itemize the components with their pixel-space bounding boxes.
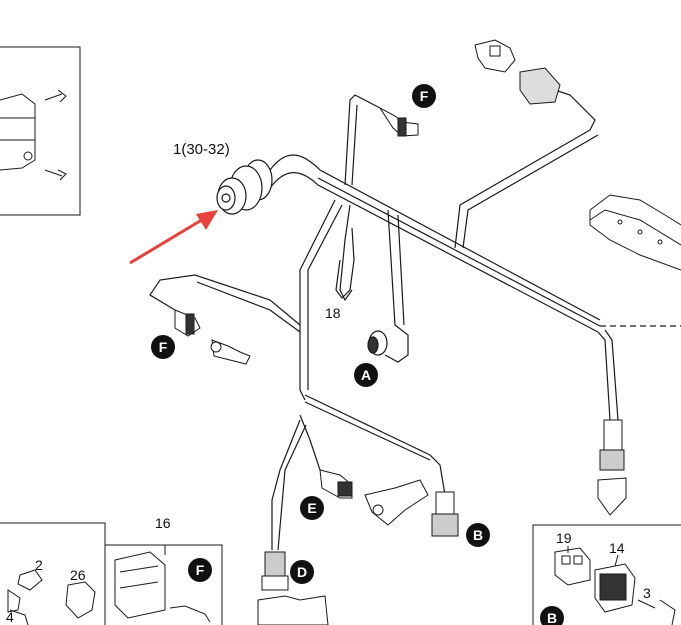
connector-a	[367, 324, 409, 363]
inset-bottom-right	[532, 524, 681, 625]
badge-f-top: F	[412, 84, 436, 108]
label-part-19: 19	[556, 530, 572, 546]
badge-b-inset: B	[540, 606, 564, 625]
svg-text:B: B	[547, 610, 557, 625]
svg-text:F: F	[196, 562, 205, 578]
svg-text:D: D	[297, 564, 307, 580]
svg-text:B: B	[473, 527, 483, 543]
badge-f-left: F	[151, 335, 175, 359]
svg-text:A: A	[361, 367, 371, 383]
label-part-4: 4	[6, 609, 14, 625]
svg-text:F: F	[159, 339, 168, 355]
label-part-2: 2	[35, 557, 43, 573]
label-part-3: 3	[643, 585, 651, 601]
frame-bracket-right	[589, 194, 681, 271]
svg-text:F: F	[420, 88, 429, 104]
connector-f-top	[379, 107, 419, 137]
badge-d: D	[290, 560, 314, 584]
label-part-18: 18	[325, 305, 341, 321]
connector-d	[257, 551, 329, 625]
badge-f-inset: F	[188, 558, 212, 582]
connector-b	[364, 479, 459, 537]
connector-e	[319, 469, 353, 499]
svg-text:E: E	[307, 500, 316, 516]
connector-f-left	[174, 309, 251, 365]
badge-b: B	[466, 523, 490, 547]
label-main-connector: 1(30-32)	[173, 141, 230, 158]
inset-top-left	[0, 46, 81, 216]
connector-right-side	[597, 419, 627, 516]
main-connector-part-1	[216, 159, 273, 215]
badge-e: E	[300, 496, 324, 520]
badge-a: A	[354, 363, 378, 387]
inset-bottom-left	[0, 522, 106, 625]
part-18-loop	[335, 227, 355, 299]
label-part-26: 26	[70, 567, 86, 583]
inset-part-16	[105, 544, 223, 625]
label-part-16: 16	[155, 515, 171, 531]
pointer-arrow	[129, 210, 218, 265]
label-part-14: 14	[609, 540, 625, 556]
connector-top-right	[474, 39, 561, 105]
